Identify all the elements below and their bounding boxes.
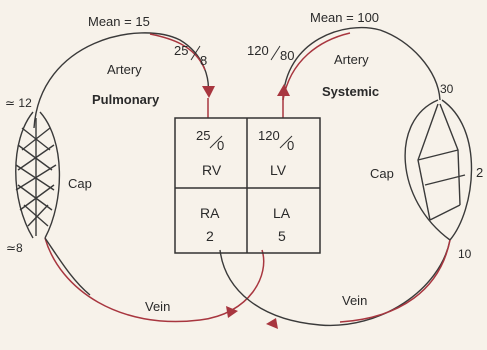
systemic-artery-arrow (277, 84, 290, 96)
pulmonary-cap-label: Cap (68, 176, 92, 191)
systemic-capillary-bed (405, 100, 471, 240)
systemic-artery-pressure-bottom: 80 (280, 48, 294, 63)
systemic-vein-label: Vein (342, 293, 367, 308)
pulmonary-capillary-bed (16, 112, 60, 238)
rv-label: RV (202, 162, 222, 178)
systemic-vein-arrow (266, 318, 278, 329)
pulmonary-artery-pressure-top: 25 (174, 43, 188, 58)
lv-label: LV (270, 162, 287, 178)
pulmonary-artery-pressure-bottom: 8 (200, 53, 207, 68)
pulmonary-artery-arrow (202, 86, 215, 98)
systemic-title: Systemic (322, 84, 379, 99)
pulmonary-artery-label: Artery (107, 62, 142, 77)
systemic-cap-in-pressure: 30 (440, 82, 454, 96)
pulmonary-cap-out-pressure: ≃8 (6, 241, 23, 255)
pulmonary-title: Pulmonary (92, 92, 160, 107)
systemic-cap-label: Cap (370, 166, 394, 181)
la-label: LA (273, 205, 291, 221)
ra-label: RA (200, 205, 220, 221)
systemic-artery-pressure-top: 120 (247, 43, 269, 58)
rv-pressure-bottom: 0 (217, 138, 224, 153)
systemic-vein-red (340, 240, 450, 322)
lv-pressure-top: 120 (258, 128, 280, 143)
pulmonary-vein-label: Vein (145, 299, 170, 314)
pulmonary-cap-in-pressure: ≃ 12 (5, 96, 32, 110)
systemic-cap-mid-pressure: 2 (476, 165, 483, 180)
ra-value: 2 (206, 228, 214, 244)
systemic-mean-label: Mean = 100 (310, 10, 379, 25)
rv-pressure-top: 25 (196, 128, 210, 143)
la-value: 5 (278, 228, 286, 244)
pulmonary-mean-label: Mean = 15 (88, 14, 150, 29)
systemic-artery-label: Artery (334, 52, 369, 67)
systemic-pressure-slash (271, 46, 280, 60)
lv-pressure-bottom: 0 (287, 138, 294, 153)
pulmonary-vein-start (45, 238, 90, 295)
systemic-cap-out-pressure: 10 (458, 247, 472, 261)
